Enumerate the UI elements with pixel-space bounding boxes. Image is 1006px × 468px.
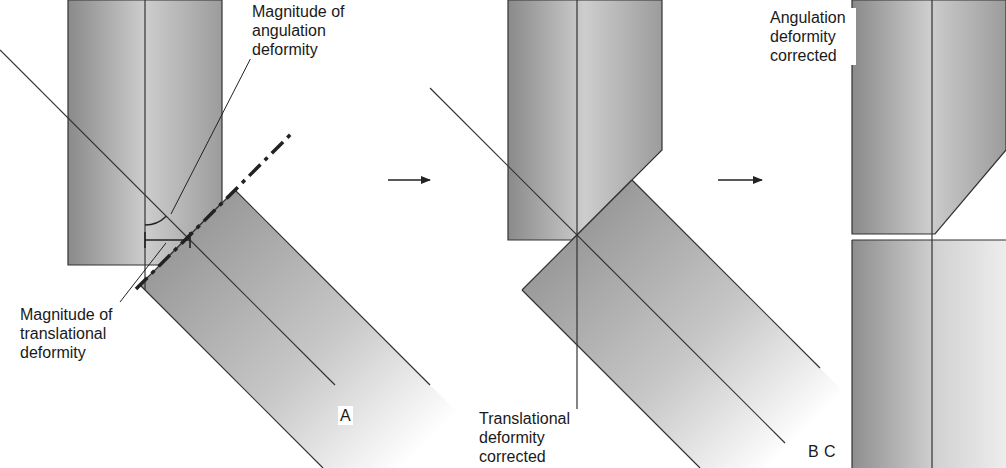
fragment-edge (235, 190, 430, 385)
annotation-label: Magnitude of angulation deformity (250, 2, 389, 59)
fragment-edge (632, 180, 820, 368)
distal-axis (430, 88, 785, 443)
distal-fragment (852, 240, 1006, 468)
annotation-label: B (806, 442, 821, 461)
leader-line (171, 48, 256, 214)
dimension-tick (144, 232, 146, 248)
angle-arc (145, 216, 166, 225)
fragment-edge (851, 240, 852, 468)
leader-line (120, 243, 166, 302)
annotation-label: Translational deformity corrected (477, 409, 616, 466)
proximal-axis (144, 0, 145, 290)
proximal-axis (576, 0, 577, 410)
annotation-label: C (822, 442, 838, 461)
panel-c (852, 0, 1006, 468)
panel-b (430, 0, 842, 468)
step-arrow (388, 179, 430, 181)
annotation-label: Angulation deformity corrected (768, 8, 856, 65)
dimension-bracket (145, 239, 190, 241)
annotation-label: A (338, 406, 353, 425)
cut-line (136, 133, 292, 289)
panel-a (0, 0, 465, 468)
annotation-label: Magnitude of translational deformity (18, 305, 140, 362)
aligned-axis (931, 0, 932, 468)
step-arrow (718, 179, 762, 181)
proximal-fragment (852, 0, 1006, 234)
distal-axis (0, 50, 335, 385)
fragment-edge (140, 285, 323, 468)
fragment-end (852, 239, 1006, 240)
dimension-tick (189, 232, 191, 248)
distal-fragment (140, 190, 465, 468)
